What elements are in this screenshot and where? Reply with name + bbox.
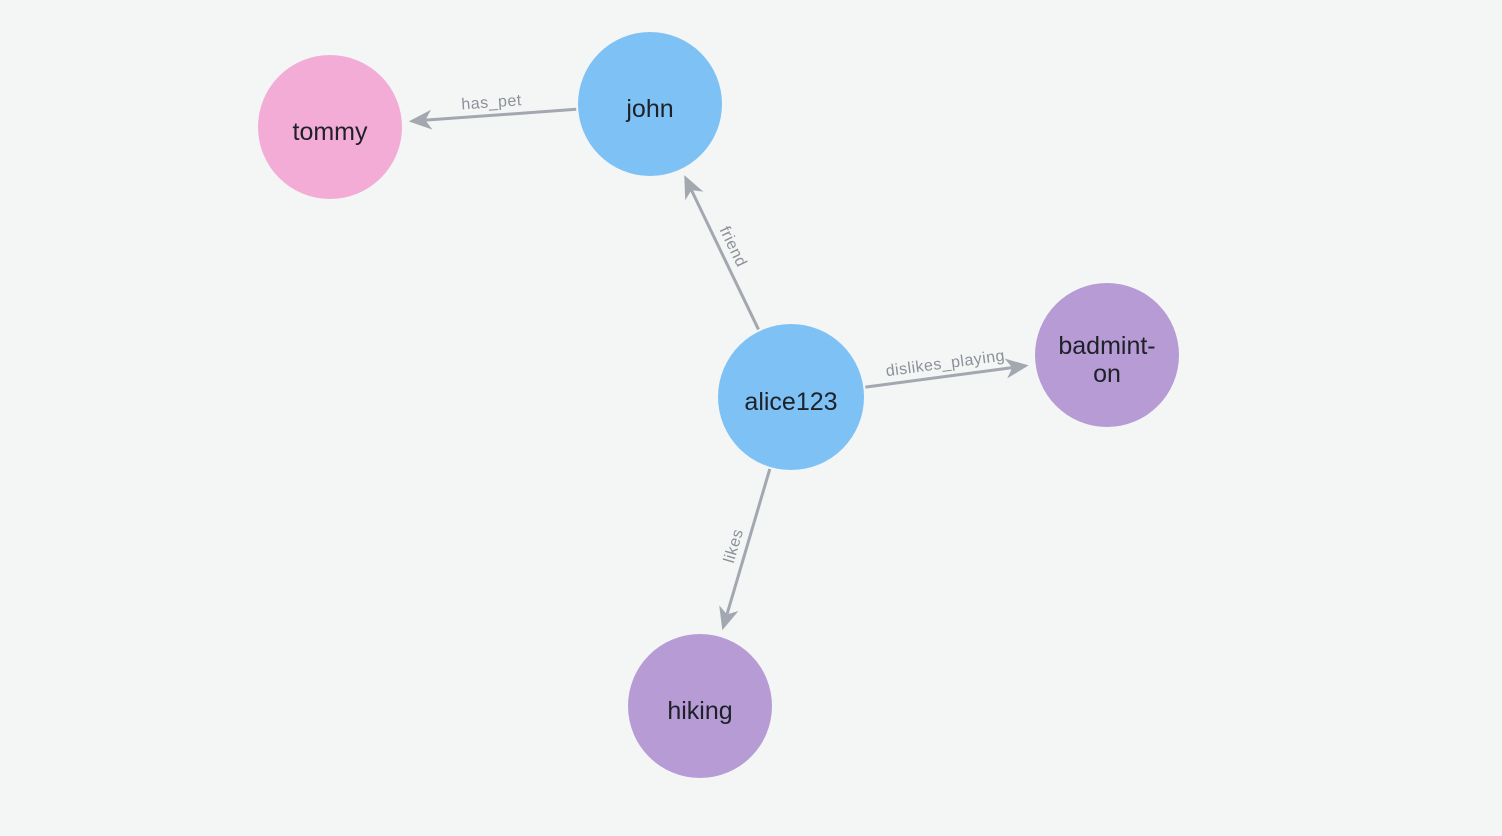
- edge-line[interactable]: [725, 468, 772, 615]
- edge-label[interactable]: has_pet: [461, 92, 523, 113]
- node-circle[interactable]: [578, 32, 722, 176]
- node-label-line: badmint-: [1058, 332, 1155, 360]
- node-hiking[interactable]: hiking: [628, 634, 772, 778]
- edge-line[interactable]: [425, 107, 577, 122]
- node-tommy[interactable]: tommy: [258, 55, 402, 199]
- edge-likes[interactable]: likes: [719, 468, 772, 631]
- node-label-line: john: [625, 95, 673, 123]
- node-circle[interactable]: [628, 634, 772, 778]
- node-badminton[interactable]: badmint-on: [1035, 283, 1179, 427]
- edge-label[interactable]: friend: [716, 224, 750, 270]
- node-label: john: [625, 95, 673, 123]
- node-label-line: on: [1093, 360, 1121, 388]
- edge-line[interactable]: [865, 366, 1013, 389]
- node-circle[interactable]: [1035, 283, 1179, 427]
- edge-arrowhead: [684, 175, 704, 201]
- edge-arrowhead: [1004, 358, 1029, 379]
- node-circle[interactable]: [718, 324, 864, 470]
- node-label-line: tommy: [293, 118, 369, 146]
- node-label: alice123: [744, 388, 837, 416]
- node-label: hiking: [667, 697, 732, 725]
- edge-line[interactable]: [690, 189, 760, 331]
- node-label: badmint-on: [1058, 332, 1155, 388]
- node-label-line: hiking: [667, 697, 732, 725]
- node-john[interactable]: john: [578, 32, 722, 176]
- edge-arrowhead: [408, 109, 433, 130]
- edge-friend[interactable]: friend: [684, 175, 760, 331]
- node-circle[interactable]: [258, 55, 402, 199]
- edge-arrowhead: [719, 605, 739, 631]
- edge-has_pet[interactable]: has_pet: [408, 92, 577, 130]
- node-label: tommy: [293, 118, 369, 146]
- node-label-line: alice123: [744, 388, 837, 416]
- node-alice123[interactable]: alice123: [718, 324, 864, 470]
- edge-dislikes_playing[interactable]: dislikes_playing: [865, 348, 1029, 389]
